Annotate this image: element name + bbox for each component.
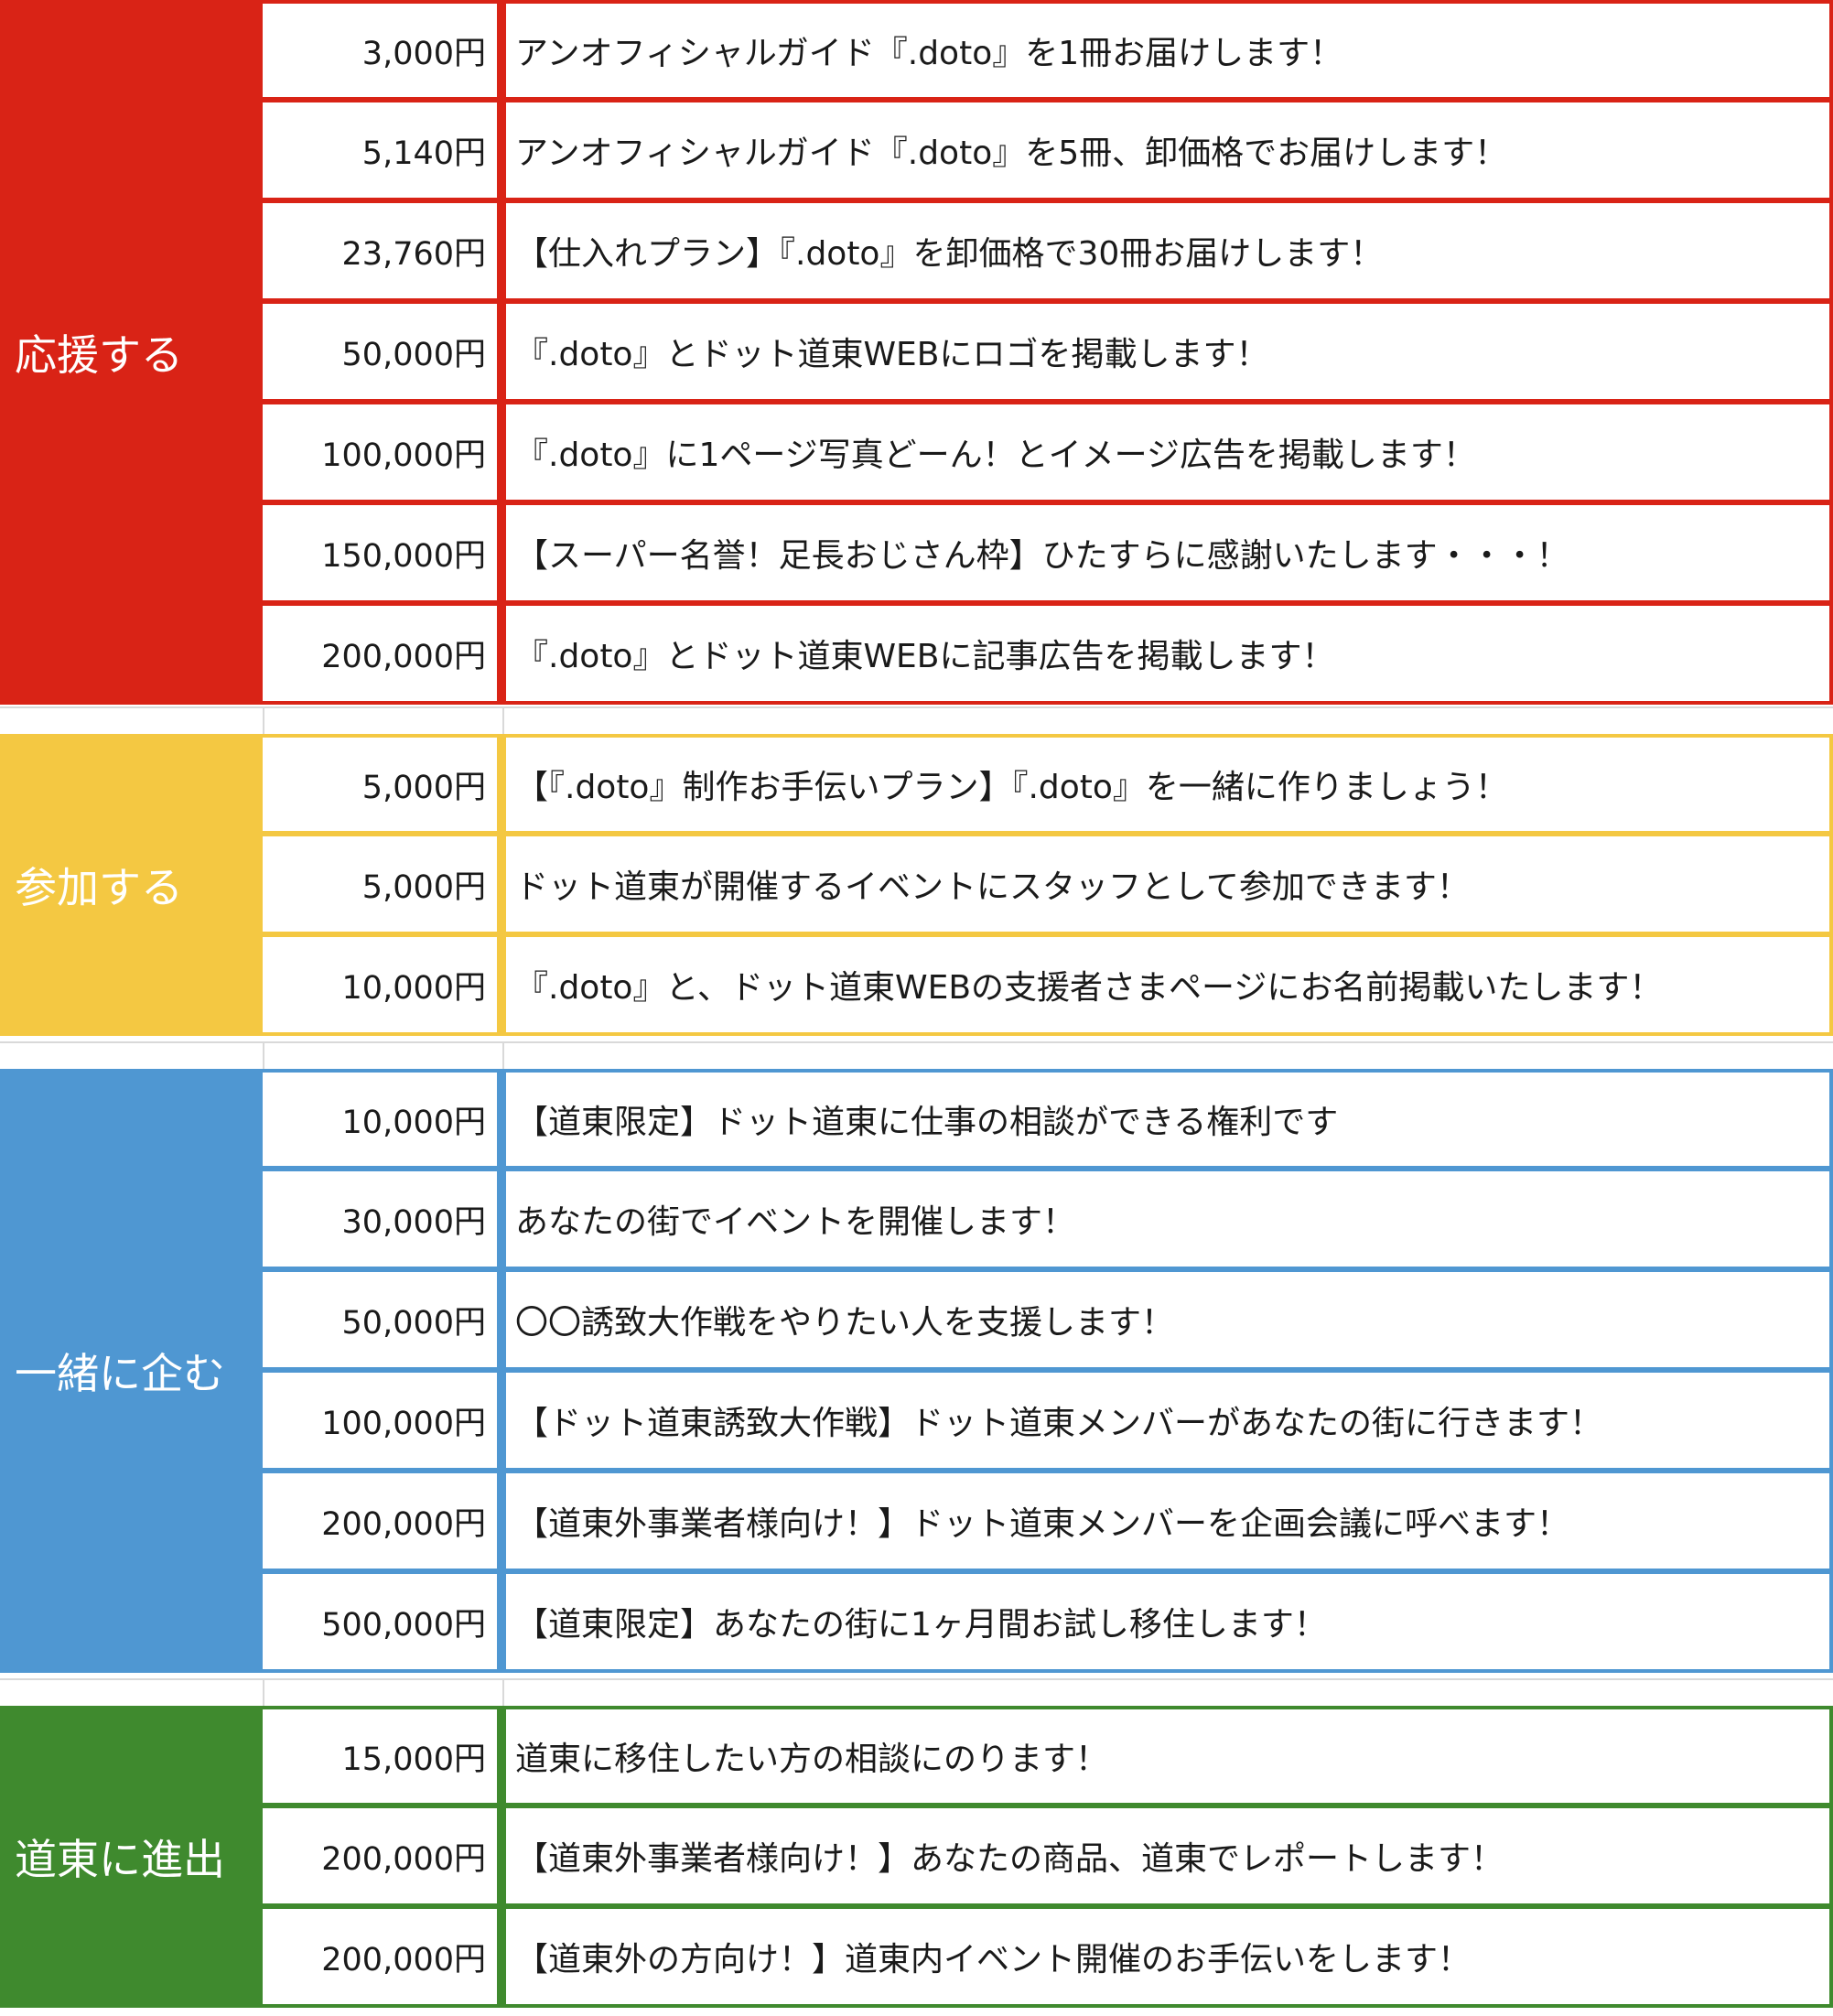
description-cell: アンオフィシャルガイド『.doto』を5冊、卸価格でお届けします！ bbox=[501, 101, 1833, 201]
section-label: 応援する bbox=[0, 0, 263, 705]
gridline bbox=[263, 706, 264, 736]
price-cell: 200,000円 bbox=[263, 604, 501, 705]
table-row: 10,000円【道東限定】ドット道東に仕事の相談ができる権利です bbox=[263, 1069, 1833, 1170]
description-cell: あなたの街でイベントを開催します！ bbox=[501, 1170, 1833, 1270]
description-cell: 【仕入れプラン】『.doto』を卸価格で30冊お届けします！ bbox=[501, 201, 1833, 302]
price-cell: 3,000円 bbox=[263, 0, 501, 101]
price-cell: 500,000円 bbox=[263, 1572, 501, 1673]
price-cell: 5,000円 bbox=[263, 835, 501, 935]
table-row: 3,000円アンオフィシャルガイド『.doto』を1冊お届けします！ bbox=[263, 0, 1833, 101]
description-cell: 『.doto』に1ページ写真どーん！とイメージ広告を掲載します！ bbox=[501, 403, 1833, 503]
price-cell: 10,000円 bbox=[263, 1069, 501, 1170]
gridline bbox=[502, 1678, 504, 1708]
table-row: 50,000円『.doto』とドット道東WEBにロゴを掲載します！ bbox=[263, 302, 1833, 403]
price-cell: 5,140円 bbox=[263, 101, 501, 201]
price-cell: 100,000円 bbox=[263, 1371, 501, 1472]
price-cell: 200,000円 bbox=[263, 1907, 501, 2008]
price-cell: 50,000円 bbox=[263, 1270, 501, 1371]
table-row: 200,000円【道東外事業者様向け！】あなたの商品、道東でレポートします！ bbox=[263, 1806, 1833, 1907]
description-cell: 〇〇誘致大作戦をやりたい人を支援します！ bbox=[501, 1270, 1833, 1371]
gridline bbox=[502, 706, 504, 736]
description-cell: 『.doto』とドット道東WEBに記事広告を掲載します！ bbox=[501, 604, 1833, 705]
description-cell: 【ドット道東誘致大作戦】ドット道東メンバーがあなたの街に行きます！ bbox=[501, 1371, 1833, 1472]
description-cell: ドット道東が開催するイベントにスタッフとして参加できます！ bbox=[501, 835, 1833, 935]
gridline bbox=[0, 1678, 1833, 1680]
section-label: 一緒に企む bbox=[0, 1069, 263, 1673]
price-cell: 200,000円 bbox=[263, 1472, 501, 1572]
description-cell: 【道東外の方向け！】道東内イベント開催のお手伝いをします！ bbox=[501, 1907, 1833, 2008]
price-cell: 200,000円 bbox=[263, 1806, 501, 1907]
table-row: 30,000円あなたの街でイベントを開催します！ bbox=[263, 1170, 1833, 1270]
description-cell: 【スーパー名誉！足長おじさん枠】ひたすらに感謝いたします・・・！ bbox=[501, 503, 1833, 604]
price-cell: 150,000円 bbox=[263, 503, 501, 604]
description-cell: 【道東外事業者様向け！】ドット道東メンバーを企画会議に呼べます！ bbox=[501, 1472, 1833, 1572]
table-row: 5,140円アンオフィシャルガイド『.doto』を5冊、卸価格でお届けします！ bbox=[263, 101, 1833, 201]
description-cell: 『.doto』とドット道東WEBにロゴを掲載します！ bbox=[501, 302, 1833, 403]
description-cell: 【道東限定】ドット道東に仕事の相談ができる権利です bbox=[501, 1069, 1833, 1170]
table-row: 150,000円【スーパー名誉！足長おじさん枠】ひたすらに感謝いたします・・・！ bbox=[263, 503, 1833, 604]
table-row: 10,000円『.doto』と、ドット道東WEBの支援者さまページにお名前掲載い… bbox=[263, 935, 1833, 1036]
price-cell: 50,000円 bbox=[263, 302, 501, 403]
description-cell: 『.doto』と、ドット道東WEBの支援者さまページにお名前掲載いたします！ bbox=[501, 935, 1833, 1036]
gridline bbox=[263, 1041, 264, 1071]
table-row: 15,000円道東に移住したい方の相談にのります！ bbox=[263, 1706, 1833, 1806]
description-cell: 【道東外事業者様向け！】あなたの商品、道東でレポートします！ bbox=[501, 1806, 1833, 1907]
description-cell: アンオフィシャルガイド『.doto』を1冊お届けします！ bbox=[501, 0, 1833, 101]
price-cell: 15,000円 bbox=[263, 1706, 501, 1806]
section-label: 道東に進出 bbox=[0, 1706, 263, 2008]
section-label: 参加する bbox=[0, 734, 263, 1036]
description-cell: 【『.doto』制作お手伝いプラン】『.doto』を一緒に作りましょう！ bbox=[501, 734, 1833, 835]
table-row: 100,000円【ドット道東誘致大作戦】ドット道東メンバーがあなたの街に行きます… bbox=[263, 1371, 1833, 1472]
gridline bbox=[0, 706, 1833, 708]
table-row: 50,000円〇〇誘致大作戦をやりたい人を支援します！ bbox=[263, 1270, 1833, 1371]
gridline bbox=[502, 1041, 504, 1071]
price-cell: 100,000円 bbox=[263, 403, 501, 503]
table-row: 500,000円【道東限定】あなたの街に1ヶ月間お試し移住します！ bbox=[263, 1572, 1833, 1673]
table-row: 23,760円【仕入れプラン】『.doto』を卸価格で30冊お届けします！ bbox=[263, 201, 1833, 302]
table-row: 200,000円『.doto』とドット道東WEBに記事広告を掲載します！ bbox=[263, 604, 1833, 705]
gridline bbox=[263, 1678, 264, 1708]
price-cell: 5,000円 bbox=[263, 734, 501, 835]
table-row: 5,000円ドット道東が開催するイベントにスタッフとして参加できます！ bbox=[263, 835, 1833, 935]
description-cell: 道東に移住したい方の相談にのります！ bbox=[501, 1706, 1833, 1806]
table-row: 200,000円【道東外の方向け！】道東内イベント開催のお手伝いをします！ bbox=[263, 1907, 1833, 2008]
description-cell: 【道東限定】あなたの街に1ヶ月間お試し移住します！ bbox=[501, 1572, 1833, 1673]
table-row: 200,000円【道東外事業者様向け！】ドット道東メンバーを企画会議に呼べます！ bbox=[263, 1472, 1833, 1572]
price-cell: 30,000円 bbox=[263, 1170, 501, 1270]
table-row: 5,000円【『.doto』制作お手伝いプラン】『.doto』を一緒に作りましょ… bbox=[263, 734, 1833, 835]
table-row: 100,000円『.doto』に1ページ写真どーん！とイメージ広告を掲載します！ bbox=[263, 403, 1833, 503]
price-cell: 23,760円 bbox=[263, 201, 501, 302]
price-cell: 10,000円 bbox=[263, 935, 501, 1036]
gridline bbox=[0, 1041, 1833, 1043]
